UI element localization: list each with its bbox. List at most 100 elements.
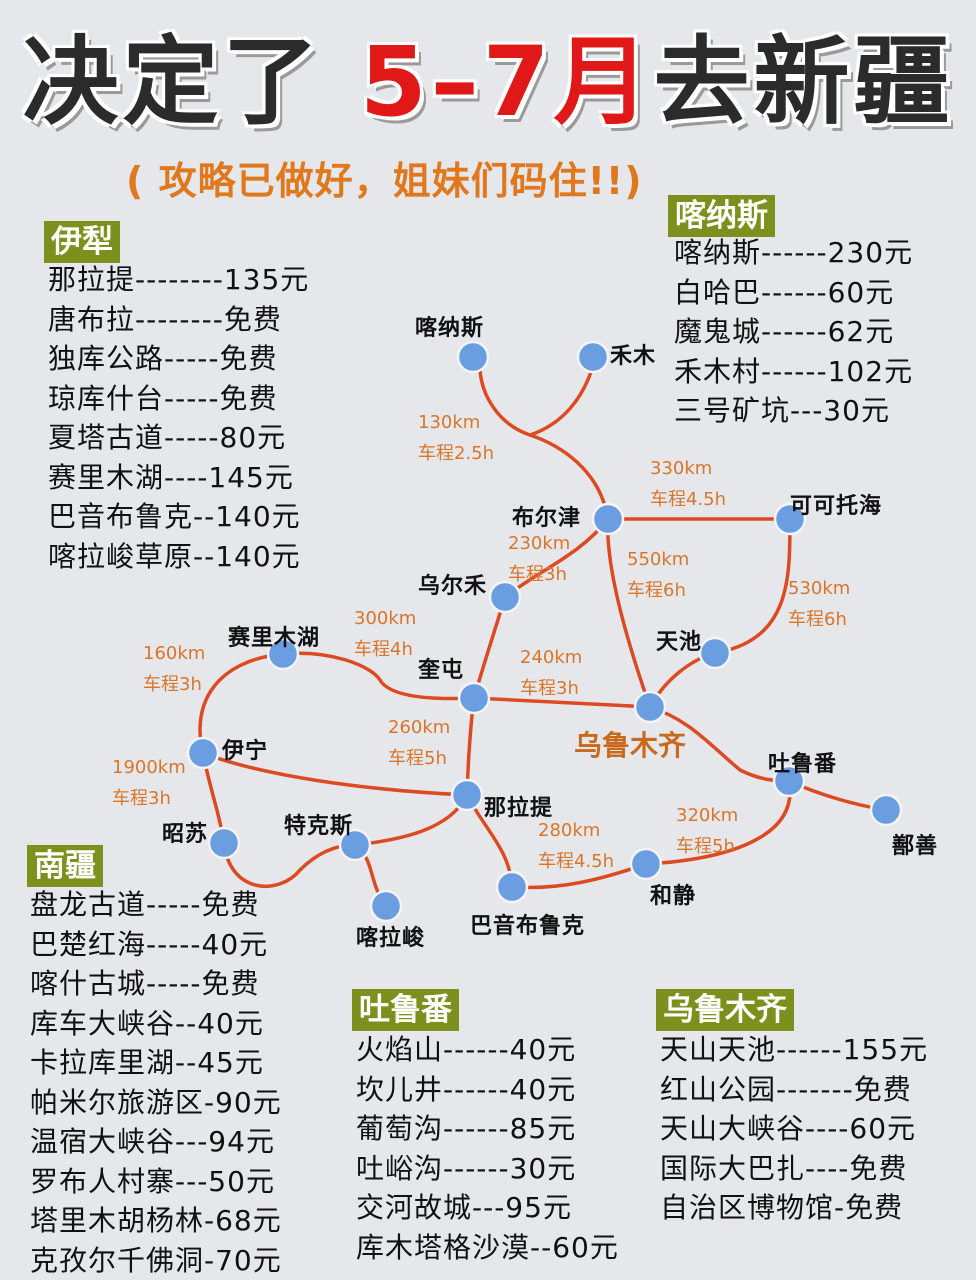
section-tag-kanas: 喀纳斯 bbox=[668, 195, 775, 237]
list-item: 三号矿坑---30元 bbox=[674, 394, 890, 427]
route-sayram-kuitun bbox=[281, 651, 476, 701]
list-item: 库车大峡谷--40元 bbox=[30, 1006, 264, 1040]
label-tekesi: 特克斯 bbox=[284, 814, 354, 839]
label-shanshan: 鄯善 bbox=[892, 834, 939, 859]
list-urumqi: 天山天池------155元 红山公园-------免费 天山大峡谷----60… bbox=[660, 1030, 928, 1228]
list-item: 盘龙古道-----免费 bbox=[30, 888, 260, 921]
label-tianchi: 天池 bbox=[656, 630, 703, 655]
node-shanshan bbox=[869, 793, 903, 827]
list-item: 库木塔格沙漠--60元 bbox=[356, 1230, 619, 1264]
label-sayram: 赛里木湖 bbox=[228, 626, 321, 651]
label-hejing: 和静 bbox=[650, 884, 697, 909]
node-kuitun bbox=[457, 681, 491, 715]
subtitle: ( 攻略已做好，姐妹们码住!!) bbox=[126, 159, 643, 203]
list-item: 唐布拉--------免费 bbox=[48, 302, 282, 336]
node-tianchi bbox=[698, 636, 732, 670]
list-item: 帕米尔旅游区-90元 bbox=[30, 1085, 282, 1119]
label-bayanbulak: 巴音布鲁克 bbox=[470, 914, 586, 939]
label-burqin: 布尔津 bbox=[512, 506, 582, 531]
list-item: 葡萄沟------85元 bbox=[356, 1112, 577, 1145]
title-part2: 5–7月 bbox=[359, 26, 654, 138]
node-hemu bbox=[576, 340, 610, 374]
label-zhaosu: 昭苏 bbox=[162, 822, 209, 847]
list-item: 坎儿井------40元 bbox=[356, 1072, 577, 1106]
route-nalati-tekesi bbox=[353, 793, 469, 847]
list-item: 天山天池------155元 bbox=[660, 1033, 929, 1066]
label-turpan: 吐鲁番 bbox=[768, 752, 838, 777]
list-item: 温宿大峡谷---94元 bbox=[30, 1125, 275, 1158]
route-keketuohai-tianchi bbox=[713, 517, 792, 655]
list-item: 克孜尔千佛洞-70元 bbox=[30, 1243, 282, 1277]
list-item: 魔鬼城------62元 bbox=[674, 315, 895, 348]
section-tag-yili: 伊犁 bbox=[44, 221, 120, 263]
node-burqin bbox=[591, 502, 625, 536]
route-zhaosu-tekesi bbox=[222, 841, 357, 889]
list-item: 塔里木胡杨林-68元 bbox=[30, 1204, 282, 1237]
route-burqin-urumqi bbox=[606, 517, 652, 709]
route-yining-nalati bbox=[201, 751, 469, 797]
list-item: 琼库什台-----免费 bbox=[48, 381, 278, 415]
list-item: 白哈巴------60元 bbox=[674, 275, 895, 309]
list-item: 夏塔古道-----80元 bbox=[48, 421, 287, 454]
node-sayram bbox=[266, 637, 300, 671]
node-nalati bbox=[450, 778, 484, 812]
node-zhaosu bbox=[207, 826, 241, 860]
node-tekesi bbox=[338, 828, 372, 862]
label-nalati: 那拉提 bbox=[484, 796, 554, 821]
section-tag-turpan: 吐鲁番 bbox=[352, 989, 459, 1031]
node-kanas bbox=[456, 340, 490, 374]
list-item: 巴楚红海-----40元 bbox=[30, 927, 269, 961]
node-yining bbox=[186, 736, 220, 770]
title-part1: 决定了 bbox=[22, 26, 323, 138]
label-wuerhe: 乌尔禾 bbox=[418, 574, 488, 599]
node-bayanbulak bbox=[495, 870, 529, 904]
section-tag-urumqi: 乌鲁木齐 bbox=[656, 989, 794, 1031]
node-keketuohai bbox=[773, 502, 807, 536]
list-south: 盘龙古道-----免费 巴楚红海-----40元 喀什古城-----免费 库车大… bbox=[30, 885, 282, 1280]
list-item: 巴音布鲁克--140元 bbox=[48, 500, 301, 533]
node-turpan bbox=[772, 764, 806, 798]
list-item: 那拉提--------135元 bbox=[48, 263, 310, 296]
list-item: 喀什古城-----免费 bbox=[30, 967, 260, 1000]
node-wuerhe bbox=[488, 580, 522, 614]
list-item: 吐峪沟------30元 bbox=[356, 1151, 577, 1185]
node-kalajun bbox=[369, 889, 403, 923]
label-hemu: 禾木 bbox=[610, 344, 657, 369]
route-hejing-turpan bbox=[644, 779, 792, 866]
route-sayram-yining bbox=[198, 652, 285, 755]
list-item: 火焰山------40元 bbox=[356, 1033, 577, 1066]
list-item: 赛里木湖----145元 bbox=[48, 460, 294, 494]
label-keketuohai: 可可托海 bbox=[790, 494, 883, 519]
section-tag-south: 南疆 bbox=[27, 845, 103, 887]
list-item: 禾木村------102元 bbox=[674, 354, 914, 388]
route-kanas-burqin bbox=[478, 358, 610, 521]
list-item: 喀拉峻草原--140元 bbox=[48, 539, 301, 573]
label-urumqi: 乌鲁木齐 bbox=[574, 729, 687, 762]
list-item: 交河故城---95元 bbox=[356, 1191, 572, 1224]
route-kuitun-urumqi bbox=[472, 696, 652, 709]
node-hejing bbox=[629, 847, 663, 881]
list-item: 罗布人村寨---50元 bbox=[30, 1164, 275, 1198]
label-yining: 伊宁 bbox=[222, 739, 269, 764]
title-part3: 去新疆 bbox=[653, 26, 954, 138]
label-kuitun: 奎屯 bbox=[418, 658, 465, 683]
list-yili: 那拉提--------135元 唐布拉--------免费 独库公路-----免… bbox=[48, 260, 309, 576]
label-kalajun: 喀拉峻 bbox=[356, 926, 426, 951]
list-item: 国际大巴扎----免费 bbox=[660, 1151, 908, 1185]
list-item: 自治区博物馆-免费 bbox=[660, 1191, 904, 1224]
list-item: 喀纳斯------230元 bbox=[674, 236, 914, 269]
list-item: 天山大峡谷----60元 bbox=[660, 1112, 917, 1145]
list-turpan: 火焰山------40元 坎儿井------40元 葡萄沟------85元 吐… bbox=[356, 1030, 619, 1267]
list-item: 卡拉库里湖--45元 bbox=[30, 1046, 264, 1079]
